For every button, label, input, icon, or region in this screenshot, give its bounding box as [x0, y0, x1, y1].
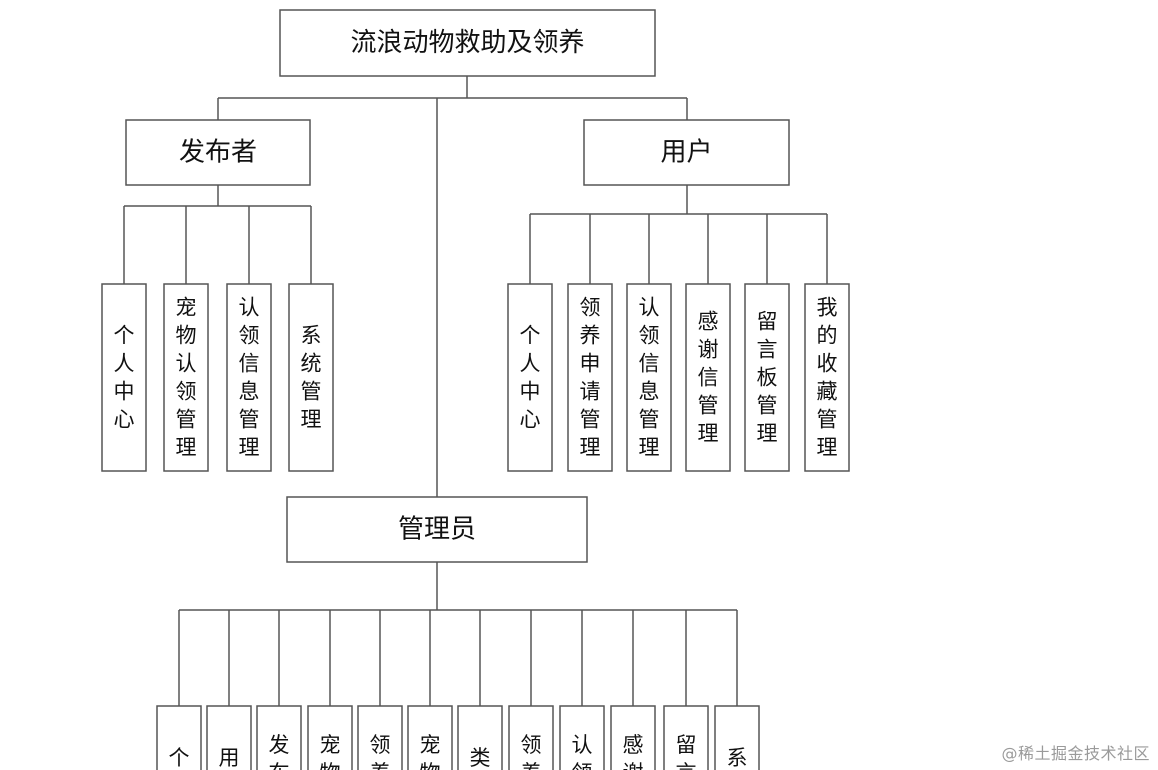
- publisher-module-3-frame: [288, 283, 334, 472]
- admin-module-1: 用: [206, 705, 252, 770]
- publisher-node: 发布者: [125, 119, 311, 186]
- admin-module-2: 发布: [256, 705, 302, 770]
- admin-module-1-label: 用: [219, 746, 240, 770]
- admin-module-9-frame: [610, 705, 656, 770]
- admin-module-6-label: 类: [470, 746, 491, 770]
- admin-module-9: 感谢: [610, 705, 656, 770]
- user-node-label: 用户: [660, 138, 712, 168]
- user-module-4: 留言板管理: [744, 283, 790, 472]
- admin-module-10-frame: [663, 705, 709, 770]
- admin-module-3-label: 宠物: [320, 733, 341, 770]
- admin-module-5-label: 宠物: [420, 733, 441, 770]
- publisher-module-1-label: 宠物认领管理: [176, 296, 197, 460]
- connector-lines: [123, 76, 828, 706]
- user-module-1: 领养申请管理: [567, 283, 613, 472]
- admin-module-3: 宠物: [307, 705, 353, 770]
- user-module-2-frame: [626, 283, 672, 472]
- admin-module-0-frame: [156, 705, 202, 770]
- publisher-module-0-frame: [101, 283, 147, 472]
- admin-module-11: 系: [714, 705, 760, 770]
- root-node: 流浪动物救助及领养: [279, 9, 656, 77]
- publisher-node-frame: [125, 119, 311, 186]
- root-node-frame: [279, 9, 656, 77]
- admin-module-7: 领养: [508, 705, 554, 770]
- admin-module-6: 类: [457, 705, 503, 770]
- user-node: 用户: [583, 119, 790, 186]
- user-module-1-frame: [567, 283, 613, 472]
- admin-module-10: 留言: [663, 705, 709, 770]
- admin-module-0-label: 个: [169, 746, 190, 770]
- admin-module-6-frame: [457, 705, 503, 770]
- publisher-module-2-label: 认领信息管理: [239, 296, 260, 460]
- user-module-4-label: 留言板管理: [757, 310, 778, 446]
- user-module-3-frame: [685, 283, 731, 472]
- user-module-2-label: 认领信息管理: [639, 296, 660, 460]
- admin-module-1-frame: [206, 705, 252, 770]
- admin-module-8: 认领: [559, 705, 605, 770]
- publisher-module-0-label: 个人中心: [114, 324, 135, 432]
- admin-module-2-label: 发布: [269, 733, 290, 770]
- watermark: @稀土掘金技术社区: [1001, 744, 1150, 763]
- user-module-0-label: 个人中心: [520, 324, 541, 432]
- publisher-module-1: 宠物认领管理: [163, 283, 209, 472]
- admin-module-8-label: 认领: [572, 733, 593, 770]
- admin-module-4: 领养: [357, 705, 403, 770]
- user-module-5-frame: [804, 283, 850, 472]
- admin-node: 管理员: [286, 496, 588, 563]
- user-module-5: 我的收藏管理: [804, 283, 850, 472]
- publisher-module-1-frame: [163, 283, 209, 472]
- admin-module-11-frame: [714, 705, 760, 770]
- publisher-node-label: 发布者: [179, 138, 257, 168]
- root-node-label: 流浪动物救助及领养: [350, 28, 584, 58]
- user-module-4-frame: [744, 283, 790, 472]
- admin-module-4-label: 领养: [370, 733, 391, 770]
- admin-module-11-label: 系: [727, 746, 748, 770]
- admin-module-9-label: 感谢: [623, 733, 644, 770]
- user-module-0-frame: [507, 283, 553, 472]
- admin-module-7-frame: [508, 705, 554, 770]
- user-module-5-label: 我的收藏管理: [817, 296, 838, 460]
- publisher-module-2-frame: [226, 283, 272, 472]
- admin-module-2-frame: [256, 705, 302, 770]
- user-module-1-label: 领养申请管理: [580, 296, 601, 460]
- publisher-module-3: 系统管理: [288, 283, 334, 472]
- admin-module-0: 个: [156, 705, 202, 770]
- admin-module-3-frame: [307, 705, 353, 770]
- admin-module-8-frame: [559, 705, 605, 770]
- admin-node-frame: [286, 496, 588, 563]
- user-module-2: 认领信息管理: [626, 283, 672, 472]
- admin-module-5-frame: [407, 705, 453, 770]
- admin-module-4-frame: [357, 705, 403, 770]
- admin-module-10-label: 留言: [676, 733, 697, 770]
- publisher-module-0: 个人中心: [101, 283, 147, 472]
- admin-node-label: 管理员: [398, 515, 476, 545]
- admin-module-7-label: 领养: [521, 733, 542, 770]
- admin-module-5: 宠物: [407, 705, 453, 770]
- user-module-3-label: 感谢信管理: [698, 310, 719, 446]
- publisher-module-2: 认领信息管理: [226, 283, 272, 472]
- user-module-0: 个人中心: [507, 283, 553, 472]
- user-module-3: 感谢信管理: [685, 283, 731, 472]
- diagram-boxes: 流浪动物救助及领养发布者个人中心宠物认领管理认领信息管理系统管理用户个人中心领养…: [101, 9, 850, 770]
- user-node-frame: [583, 119, 790, 186]
- publisher-module-3-label: 系统管理: [301, 324, 322, 432]
